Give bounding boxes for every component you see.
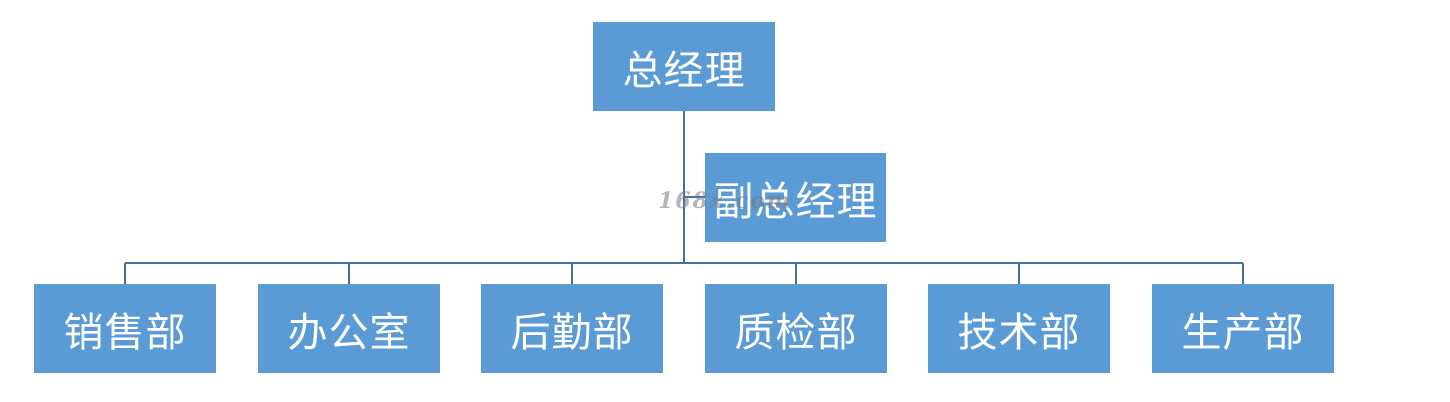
node-general-manager: 总经理 [593,22,775,111]
node-label: 技术部 [957,309,1081,356]
node-label: 销售部 [63,309,187,356]
node-quality-inspection-department: 质检部 [705,284,887,373]
node-label: 生产部 [1181,309,1305,356]
node-office: 办公室 [258,284,440,373]
node-label: 后勤部 [510,309,634,356]
node-technical-department: 技术部 [928,284,1110,373]
node-sales-department: 销售部 [34,284,216,373]
node-label: 办公室 [287,309,411,356]
watermark-text: 168x.com [658,188,793,214]
node-production-department: 生产部 [1152,284,1334,373]
node-label: 总经理 [622,47,746,94]
node-deputy-general-manager: 副总经理 [705,153,886,242]
node-logistics-department: 后勤部 [481,284,663,373]
node-label: 质检部 [734,309,858,356]
node-label: 副总经理 [713,178,878,225]
